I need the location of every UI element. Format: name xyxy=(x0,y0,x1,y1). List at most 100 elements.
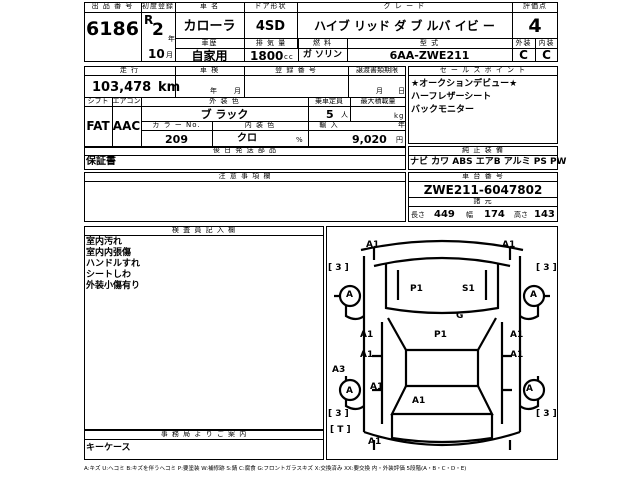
legend: A:キズ U:ヘコミ B:キズを伴うヘコミ P:要塗装 W:補修跡 S:錆 C:… xyxy=(84,466,467,472)
notes-label: 注 意 事 項 欄 xyxy=(218,172,272,180)
color: ブ ラック xyxy=(200,108,249,121)
selling-line-1: ★オークションデビュー★ xyxy=(411,79,518,89)
mark-10: A1 xyxy=(360,330,374,340)
cc-unit: cc xyxy=(284,53,294,61)
int-color-label: 内 装 色 xyxy=(244,121,276,129)
mark-20: [ 3 ] xyxy=(328,409,349,419)
int: C xyxy=(542,48,551,62)
mileage-label: 走 行 xyxy=(119,66,140,74)
model: 6AA-ZWE211 xyxy=(389,49,470,62)
mark-14: A1 xyxy=(510,350,524,360)
month: 10 xyxy=(148,47,165,61)
mark-16: A xyxy=(346,386,353,396)
capacity-unit: 人 xyxy=(341,111,349,119)
mark-18: A xyxy=(526,384,533,394)
insp-month-unit: 月 xyxy=(234,87,242,95)
header-table xyxy=(84,2,558,62)
load-unit: kg xyxy=(394,112,405,120)
usage: 自家用 xyxy=(191,49,228,63)
inspector-line-2: 室内内張傷 xyxy=(86,248,132,258)
hgt-label: 高さ xyxy=(514,211,528,219)
shift: FAT xyxy=(86,119,110,133)
chassis-label: 車 台 番 号 xyxy=(462,172,504,180)
mark-4: [ 3 ] xyxy=(536,263,557,273)
mark-2: A1 xyxy=(502,240,516,250)
car-diagram-box xyxy=(326,226,558,460)
options-label: 後 日 発 送 部 品 xyxy=(212,146,278,154)
price: 9,020 xyxy=(352,133,387,146)
mark-12: P1 xyxy=(434,330,447,340)
grade-label: グ レ ー ド xyxy=(383,2,426,10)
mark-3: [ 3 ] xyxy=(328,263,349,273)
reg-label: 登 録 番 号 xyxy=(275,66,317,74)
year-unit: 年 xyxy=(168,35,176,43)
inspection-label: 車 検 xyxy=(199,66,220,74)
len: 449 xyxy=(434,209,455,220)
color-no-label: カ ラ ー No. xyxy=(152,121,201,129)
month-unit: 月 xyxy=(166,51,174,59)
transfer-day-unit: 日 xyxy=(398,87,406,95)
door: 4SD xyxy=(255,19,286,34)
capacity: 5 xyxy=(326,108,334,121)
lot-number: 6186 xyxy=(86,18,139,40)
mark-11: A1 xyxy=(510,330,524,340)
car-name-label: 車 名 xyxy=(199,2,220,10)
int-label: 内装 xyxy=(538,39,555,47)
mark-9: G xyxy=(456,311,464,321)
options-value: 保証書 xyxy=(86,156,116,167)
color-label: 外 装 色 xyxy=(209,97,240,105)
price-unit: 円 xyxy=(396,136,404,144)
mark-23: A1 xyxy=(368,437,382,447)
hgt: 143 xyxy=(534,209,555,220)
ac-label: エアコン xyxy=(112,97,141,105)
mark-22: [ T ] xyxy=(330,425,351,435)
inspector-label: 検 査 員 記 入 欄 xyxy=(171,226,237,234)
car-diagram xyxy=(334,239,550,450)
int-color: クロ xyxy=(237,133,257,144)
selling-box xyxy=(408,66,558,144)
cc-label: 排 気 量 xyxy=(255,39,287,47)
mark-13: A1 xyxy=(360,350,374,360)
len-label: 長さ xyxy=(411,211,425,219)
equipment-label: 純 正 装 備 xyxy=(462,146,504,154)
inspector-line-4: シートしわ xyxy=(86,270,132,280)
office-label: 事 務 局 よ り ご 案 内 xyxy=(160,430,248,438)
ext-label: 外装 xyxy=(515,39,532,47)
transfer-month-unit: 月 xyxy=(376,87,384,95)
inspector-box xyxy=(84,226,324,430)
year: 2 xyxy=(152,20,164,40)
ac: AAC xyxy=(112,119,141,133)
notes-box xyxy=(84,172,406,222)
door-label: ドア形状 xyxy=(254,2,287,10)
lot-label: 出 品 番 号 xyxy=(91,2,134,10)
capacity-label: 乗車定員 xyxy=(315,97,343,105)
options-box xyxy=(84,146,406,170)
mark-8: A xyxy=(530,290,537,300)
chassis-value: ZWE211-6047802 xyxy=(423,183,543,197)
mark-15: A3 xyxy=(332,365,346,375)
mark-1: A1 xyxy=(366,240,380,250)
wid: 174 xyxy=(484,209,505,220)
score: 4 xyxy=(528,15,542,37)
mark-17: A1 xyxy=(370,382,384,392)
dims-label: 諸 元 xyxy=(473,197,493,205)
inspector-line-1: 室内汚れ xyxy=(86,237,123,247)
mileage: 103,478 xyxy=(92,80,152,95)
import-label: 輸 入 xyxy=(319,121,339,129)
details-table xyxy=(84,66,406,148)
color-no: 209 xyxy=(165,133,188,146)
load-label: 最大積載量 xyxy=(360,97,396,105)
transfer-label: 譲渡書類期限 xyxy=(356,66,398,74)
car-name: カローラ xyxy=(183,19,236,34)
equipment-box xyxy=(408,146,558,170)
inspector-line-5: 外装小傷有り xyxy=(86,281,141,291)
grade: ハイブ リッド ダ ブ ルバ イビ ー xyxy=(314,19,495,33)
mark-21: [ 3 ] xyxy=(536,409,557,419)
office-box xyxy=(84,430,324,460)
first-reg-label: 初度登録 xyxy=(142,2,174,10)
usage-label: 車歴 xyxy=(201,39,218,47)
ext: C xyxy=(519,48,528,62)
fuel-label: 燃 料 xyxy=(312,39,333,47)
mileage-unit: km xyxy=(158,80,181,95)
mark-5: P1 xyxy=(410,284,423,294)
